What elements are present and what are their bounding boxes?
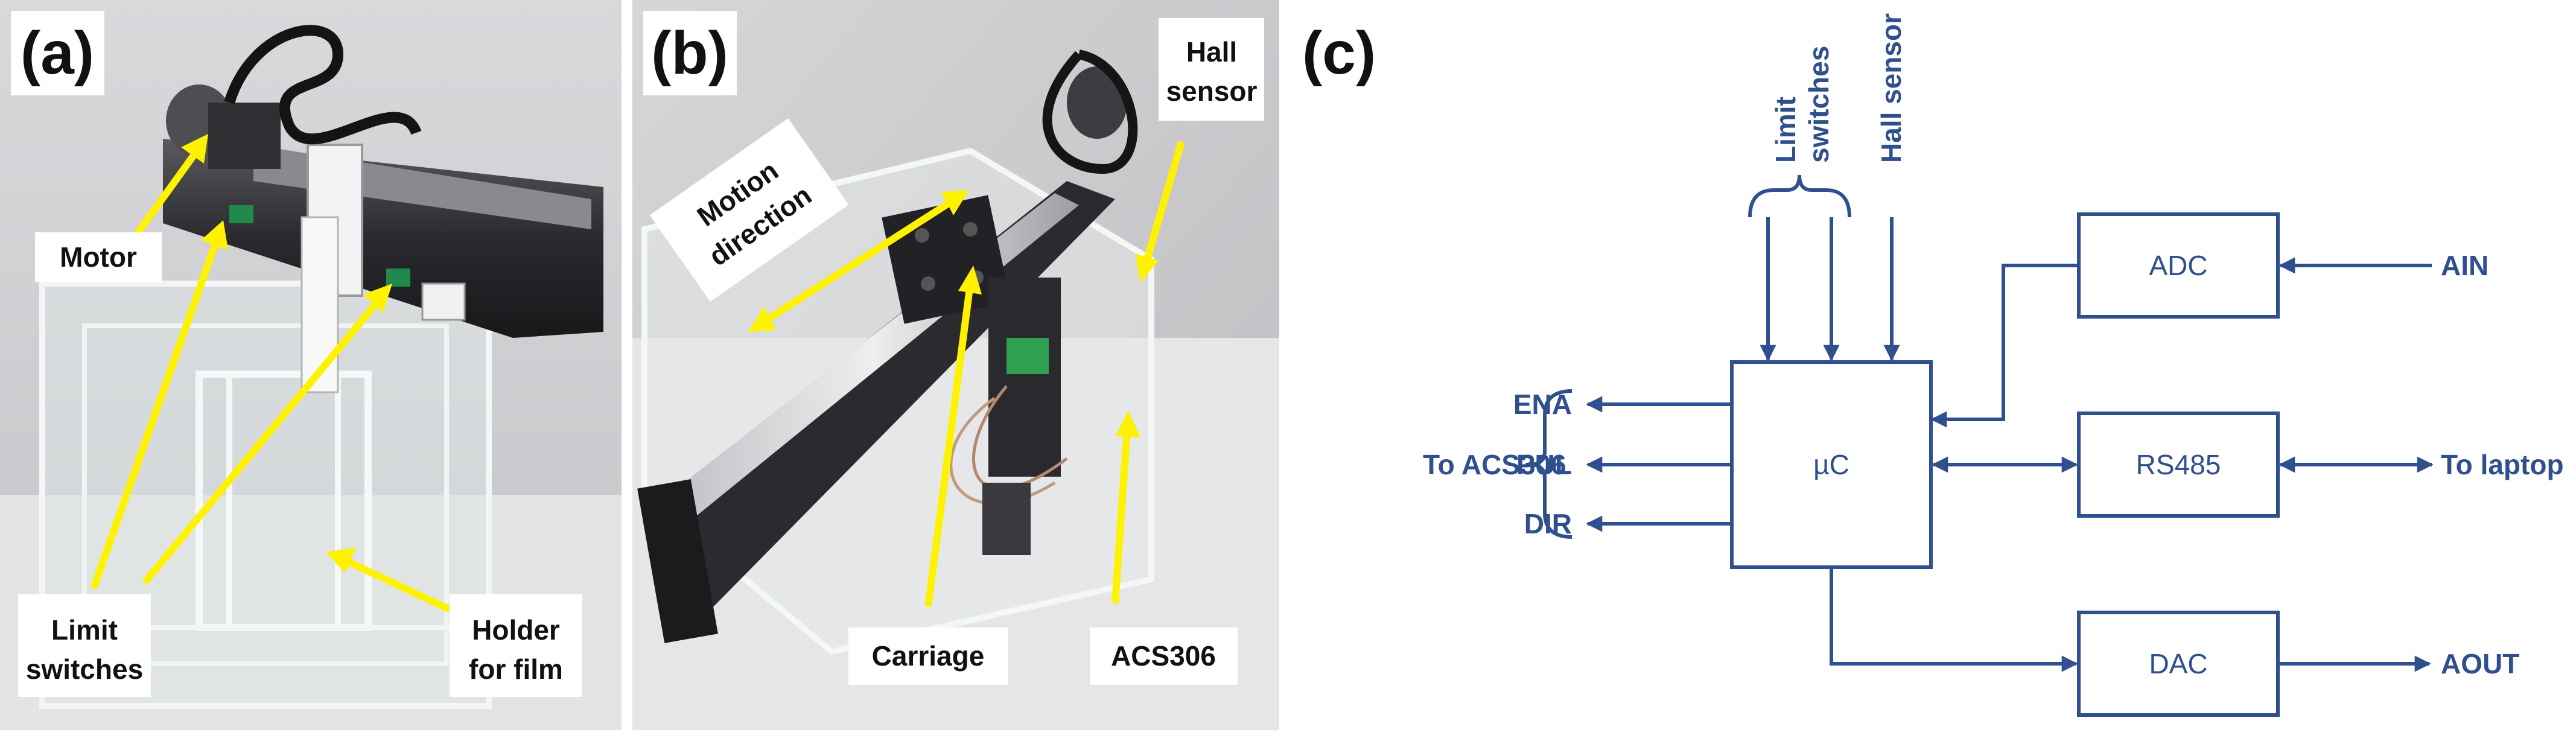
acs306-label: ACS306	[1111, 640, 1216, 672]
limit-switches-brace	[1748, 174, 1851, 218]
hall-sensor-label-line2: sensor	[1166, 75, 1258, 107]
limit-label-line2: switches	[1803, 46, 1834, 163]
hall-sensor-label: Hall sensor	[1875, 13, 1907, 163]
ain-label: AIN	[2441, 250, 2489, 281]
dir-label: DIR	[1524, 508, 1572, 539]
panel-c-letter: (c)	[1302, 19, 1376, 87]
to-laptop-label: To laptop	[2441, 449, 2564, 480]
photo-a-arrows	[90, 134, 451, 613]
acs306-brace	[1529, 389, 1573, 539]
photo-a-drawing: (a) Motor Limit switches Holder for film	[0, 0, 622, 730]
motion-direction-callout: Motion direction	[649, 118, 849, 302]
panel-a-photo: (a) Motor Limit switches Holder for film	[0, 0, 622, 730]
aout-label: AOUT	[2441, 648, 2519, 679]
panel-c-block-diagram: (c) µC ADC RS485 DAC AIN To lapt	[1291, 0, 2576, 747]
holder-label-line2: for film	[469, 653, 563, 685]
uc-to-dac-line	[1830, 567, 2078, 672]
dac-label: DAC	[2149, 648, 2207, 679]
block-diagram: (c) µC ADC RS485 DAC AIN To lapt	[1302, 13, 2564, 717]
rs485-label: RS485	[2136, 449, 2221, 480]
adc-to-uc-line	[1930, 264, 2079, 428]
photo-b-drawing: (b) Hall sensor Motion direction Carriag…	[632, 0, 1279, 730]
limit-switch-left	[229, 205, 253, 223]
panel-a-letter: (a)	[21, 19, 94, 87]
holder-label-line1: Holder	[472, 614, 560, 646]
panel-b-letter: (b)	[651, 19, 728, 87]
photo-b-arrows	[748, 141, 1185, 607]
limit-label-line1: Limit	[1770, 97, 1801, 163]
pul-label: PUL	[1516, 449, 1572, 480]
rs485-block	[2077, 412, 2280, 518]
ena-label: ENA	[1513, 389, 1572, 420]
panel-b-photo: (b) Hall sensor Motion direction Carriag…	[632, 0, 1279, 730]
limit-switches-label-line1: Limit	[51, 614, 118, 646]
carriage-label: Carriage	[872, 640, 985, 672]
limit-switch-right	[386, 269, 410, 287]
uc-label: µC	[1813, 449, 1849, 480]
adc-label: ADC	[2149, 250, 2207, 281]
limit-switches-label-line2: switches	[26, 653, 143, 685]
motor-label: Motor	[60, 241, 137, 273]
to-acs306-label: To ACS306	[1423, 449, 1566, 480]
hall-sensor-label-line1: Hall	[1186, 36, 1237, 68]
linear-stage	[163, 84, 603, 393]
acrylic-tank	[39, 281, 492, 709]
